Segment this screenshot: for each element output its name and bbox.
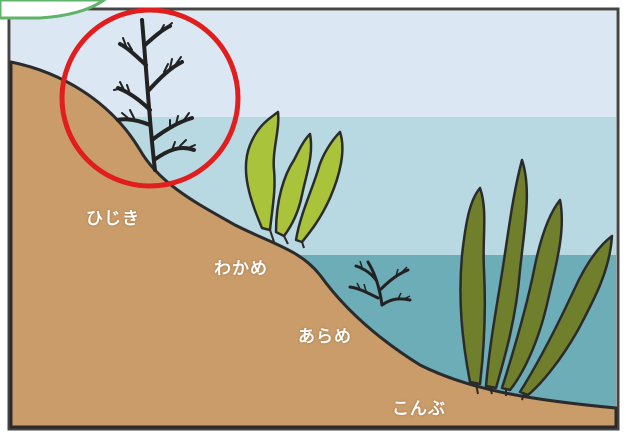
label-konbu: こんぶ (392, 394, 446, 419)
label-arame: あらめ (298, 322, 352, 347)
label-wakame: わかめ (214, 254, 268, 279)
label-hijiki: ひじき (86, 204, 140, 229)
